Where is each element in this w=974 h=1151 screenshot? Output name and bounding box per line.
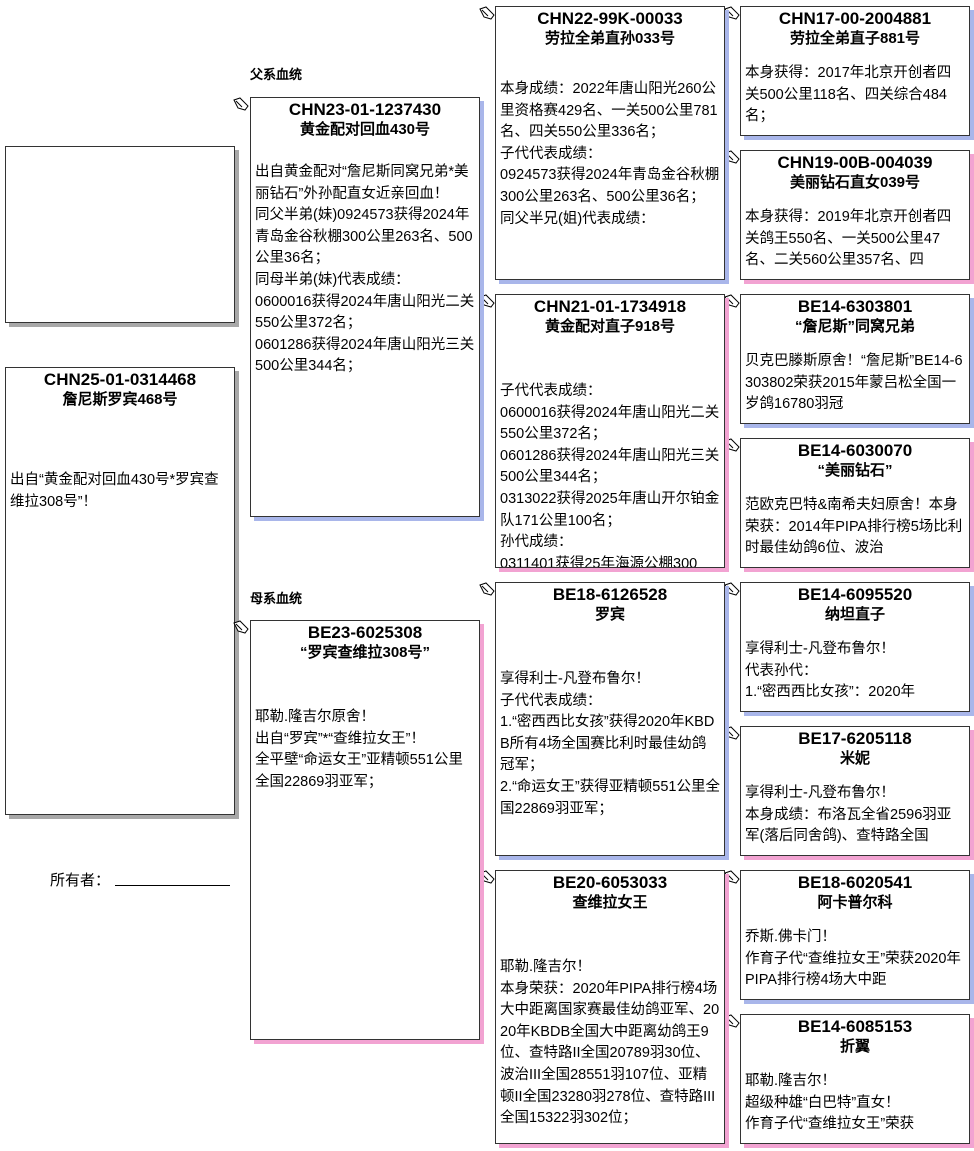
sds-card: BE14-6303801 “詹尼斯”同窝兄弟 贝克巴滕斯原舍！“詹尼斯”BE14… [740, 294, 970, 424]
sire-sire-text: 本身成绩：2022年唐山阳光260公里资格赛429名、一关500公里781名、四… [500, 81, 720, 227]
sdd-ring: BE14-6030070 [797, 441, 913, 460]
pointer-hand-icon [479, 6, 495, 20]
dsd-name: 米妮 [839, 750, 870, 767]
pointer-hand-icon [724, 6, 740, 20]
dam-sire-text: 享得利士-凡登布鲁尔！ 子代代表成绩： 1.“密西西比女孩”获得2020年KBD… [500, 671, 720, 817]
sire-sire-name: 劳拉全弟直孙033号 [544, 30, 676, 47]
sss-card: CHN17-00-2004881 劳拉全弟直子881号 本身获得：2017年北京… [740, 6, 970, 136]
dss-card: BE14-6095520 纳坦直子 享得利士-凡登布鲁尔！ 代表孙代： 1.“密… [740, 582, 970, 712]
sire-dam-card: CHN21-01-1734918 黄金配对直子918号 子代代表成绩： 0600… [495, 294, 725, 568]
sire-sire-card: CHN22-99K-00033 劳拉全弟直孙033号 本身成绩：2022年唐山阳… [495, 6, 725, 280]
owner-label: 所有者： [50, 872, 111, 889]
pointer-hand-icon [233, 97, 249, 111]
ssd-name: 美丽钻石直女039号 [789, 174, 921, 191]
owner-signature-line[interactable] [115, 885, 230, 886]
sdd-card: BE14-6030070 “美丽钻石” 范欧克巴特&南希夫妇原舍！本身荣获：20… [740, 438, 970, 568]
sds-text: 贝克巴滕斯原舍！“詹尼斯”BE14-6303802荣获2015年蒙吕松全国一岁鸽… [745, 353, 963, 413]
sss-text: 本身获得：2017年北京开创者四关500公里118名、四关综合484名； [745, 65, 952, 125]
sss-name: 劳拉全弟直子881号 [789, 30, 921, 47]
dsd-ring: BE17-6205118 [798, 729, 912, 748]
sss-ring: CHN17-00-2004881 [778, 9, 932, 28]
ddd-card: BE14-6085153 折翼 耶勒.隆吉尔！ 超级种雄“白巴特”直女！ 作育子… [740, 1014, 970, 1144]
pointer-hand-icon [479, 582, 495, 596]
dam-card: BE23-6025308 “罗宾查维拉308号” 耶勒.隆吉尔原舍！ 出自“罗宾… [250, 620, 480, 1040]
sire-card: CHN23-01-1237430 黄金配对回血430号 出自黄金配对“詹尼斯同窝… [250, 97, 480, 517]
subject-card: CHN25-01-0314468 詹尼斯罗宾468号 出自“黄金配对回血430号… [5, 367, 235, 815]
pointer-hand-icon [724, 438, 740, 452]
ddd-ring: BE14-6085153 [797, 1017, 913, 1036]
sdd-text: 范欧克巴特&南希夫妇原舍！本身荣获：2014年PIPA排行榜5场比利时最佳幼鸽6… [745, 497, 963, 557]
dam-dam-text: 耶勒.隆吉尔！ 本身荣获：2020年PIPA排行榜4场大中距离国家赛最佳幼鸽亚军… [500, 959, 720, 1127]
sds-ring: BE14-6303801 [797, 297, 913, 316]
sire-sire-ring: CHN22-99K-00033 [537, 9, 683, 28]
dds-name: 阿卡普尔科 [817, 894, 893, 911]
sire-line-caption: 父系血统 [250, 67, 303, 82]
ssd-text: 本身获得：2019年北京开创者四关鸽王550名、一关500公里47名、二关560… [745, 209, 952, 269]
pointer-hand-icon [724, 726, 740, 740]
dam-sire-card: BE18-6126528 罗宾 享得利士-凡登布鲁尔！ 子代代表成绩： 1.“密… [495, 582, 725, 856]
sdd-name: “美丽钻石” [817, 462, 893, 479]
dss-text: 享得利士-凡登布鲁尔！ 代表孙代： 1.“密西西比女孩”：2020年 [745, 641, 916, 701]
dam-sire-ring: BE18-6126528 [552, 585, 668, 604]
dam-ring: BE23-6025308 [307, 623, 423, 642]
sire-dam-name: 黄金配对直子918号 [544, 318, 676, 335]
dss-ring: BE14-6095520 [797, 585, 913, 604]
dam-text: 耶勒.隆吉尔原舍！ 出自“罗宾”*“查维拉女王”！ 全平壁“命运女王”亚精顿55… [255, 709, 463, 790]
dds-text: 乔斯.佛卡门！ 作育子代“查维拉女王”荣获2020年PIPA排行榜4场大中距 [745, 929, 961, 989]
dds-card: BE18-6020541 阿卡普尔科 乔斯.佛卡门！ 作育子代“查维拉女王”荣获… [740, 870, 970, 1000]
pigeon-photo-frame [5, 146, 235, 323]
sire-name: 黄金配对回血430号 [299, 121, 431, 138]
dds-ring: BE18-6020541 [797, 873, 913, 892]
pointer-hand-icon [724, 582, 740, 596]
pointer-hand-icon [233, 620, 249, 634]
pointer-hand-icon [724, 150, 740, 164]
dam-sire-name: 罗宾 [594, 606, 625, 623]
dam-dam-ring: BE20-6053033 [552, 873, 668, 892]
pointer-hand-icon [724, 1014, 740, 1028]
dsd-card: BE17-6205118 米妮 享得利士-凡登布鲁尔！ 本身成绩：布洛瓦全省25… [740, 726, 970, 856]
subject-name: 詹尼斯罗宾468号 [62, 391, 178, 408]
ssd-card: CHN19-00B-004039 美丽钻石直女039号 本身获得：2019年北京… [740, 150, 970, 280]
sire-dam-text: 子代代表成绩： 0600016获得2024年唐山阳光二关550公里372名； 0… [500, 383, 720, 568]
pointer-hand-icon [724, 294, 740, 308]
dss-name: 纳坦直子 [824, 606, 885, 623]
sire-text: 出自黄金配对“詹尼斯同窝兄弟*美丽钻石”外孙配直女近亲回血！ 同父半弟(妹)09… [255, 164, 475, 375]
ssd-ring: CHN19-00B-004039 [777, 153, 933, 172]
dam-dam-name: 查维拉女王 [572, 894, 648, 911]
dam-name: “罗宾查维拉308号” [299, 644, 431, 661]
sds-name: “詹尼斯”同窝兄弟 [794, 318, 915, 335]
sire-dam-ring: CHN21-01-1734918 [533, 297, 687, 316]
dam-line-caption: 母系血统 [250, 591, 303, 606]
pointer-hand-icon [479, 870, 495, 884]
dsd-text: 享得利士-凡登布鲁尔！ 本身成绩：布洛瓦全省2596羽亚军(落后同舍鸽)、查特路… [745, 785, 952, 845]
ddd-name: 折翼 [839, 1038, 870, 1055]
dam-dam-card: BE20-6053033 查维拉女王 耶勒.隆吉尔！ 本身荣获：2020年PIP… [495, 870, 725, 1144]
sire-ring: CHN23-01-1237430 [288, 100, 442, 119]
pointer-hand-icon [479, 294, 495, 308]
pointer-hand-icon [724, 870, 740, 884]
subject-text: 出自“黄金配对回血430号*罗宾查维拉308号”！ [10, 472, 219, 510]
subject-ring: CHN25-01-0314468 [43, 370, 197, 389]
ddd-text: 耶勒.隆吉尔！ 超级种雄“白巴特”直女！ 作育子代“查维拉女王”荣获 [745, 1073, 915, 1133]
